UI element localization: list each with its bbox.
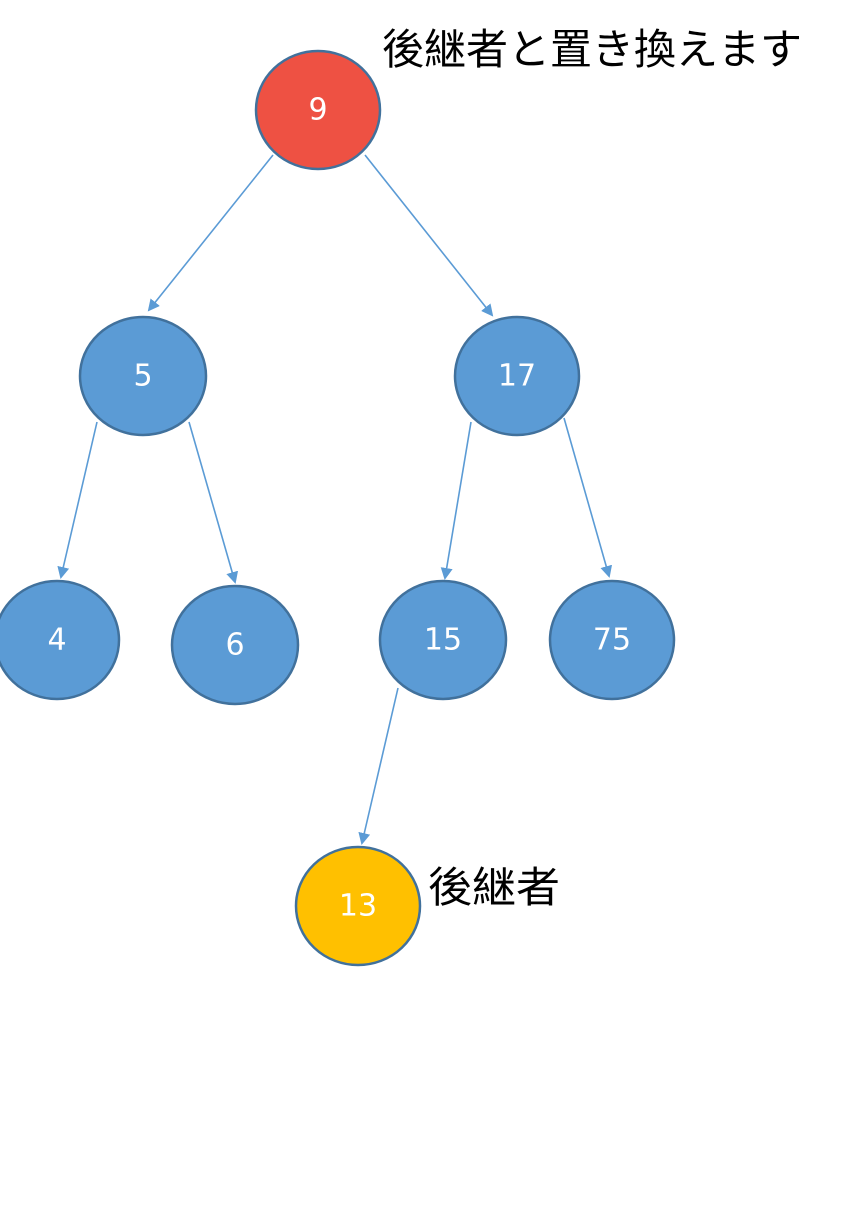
nodes-layer: 9 5 17 4 6 15 75 13 (0, 49, 676, 967)
node-6-label: 6 (225, 628, 244, 663)
edge-15-13 (358, 687, 399, 845)
node-9: 9 (254, 49, 382, 171)
node-4-circle (0, 579, 121, 701)
node-13-circle (294, 845, 422, 967)
node-15-circle (378, 579, 508, 701)
node-4: 4 (0, 579, 121, 701)
node-6-circle (170, 584, 300, 706)
node-4-label: 4 (47, 623, 66, 658)
node-9-circle (254, 49, 382, 171)
node-75-circle (548, 579, 676, 701)
edge-5-4 (57, 421, 98, 579)
edge-17-75 (563, 417, 613, 578)
edges-layer (57, 154, 613, 845)
edge-5-6 (188, 421, 239, 584)
node-75: 75 (548, 579, 676, 701)
node-5: 5 (78, 315, 208, 437)
node-17-circle (453, 315, 581, 437)
node-5-circle (78, 315, 208, 437)
node-17: 17 (453, 315, 581, 437)
node-9-label: 9 (308, 93, 327, 128)
successor-annotation: 後継者 (428, 863, 560, 912)
node-6: 6 (170, 584, 300, 706)
node-5-label: 5 (133, 359, 152, 394)
edge-17-15 (440, 421, 472, 580)
node-15-label: 15 (424, 623, 462, 658)
node-17-label: 17 (498, 359, 536, 394)
replace-with-successor-annotation: 後継者と置き換えます (382, 25, 802, 74)
node-13: 13 (294, 845, 422, 967)
node-13-label: 13 (339, 889, 377, 924)
node-15: 15 (378, 579, 508, 701)
edge-9-17 (364, 154, 494, 317)
edge-9-5 (147, 154, 274, 312)
node-75-label: 75 (593, 623, 631, 658)
